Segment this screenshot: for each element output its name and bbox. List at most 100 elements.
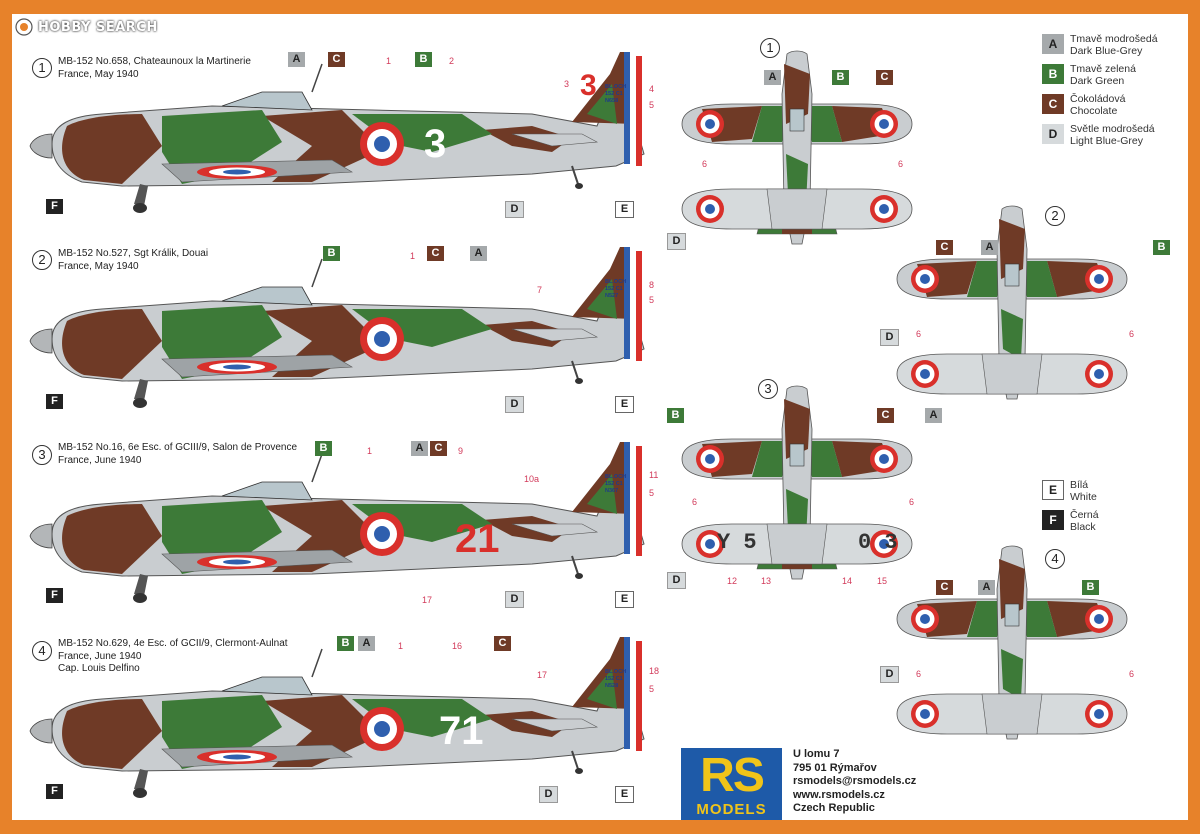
plan-number-3: 3 [758,379,778,399]
legend-en: Dark Green [1070,74,1125,87]
paint-key-c: C [936,240,953,255]
paint-key-b: B [337,636,354,651]
address-line: Czech Republic [793,802,875,814]
decal-label: 16 [452,641,463,651]
legend-swatch: E [1042,480,1064,500]
paint-key-d: D [505,396,524,413]
decal-label: 5 [649,295,655,305]
legend-en: White [1070,490,1097,503]
paint-key-c: C [430,441,447,456]
decal-label: 3 [564,79,570,89]
legend-cz: Bílá [1070,479,1089,491]
paint-key-d: D [667,572,686,589]
paint-key-b: B [415,52,432,67]
paint-key-a: A [764,70,781,85]
tail-code-text: 3 [580,69,597,102]
paint-key-f: F [46,199,63,214]
paint-key-b: B [315,441,332,456]
caption-line: MB-152 No.629, 4e Esc. of GCII/9, Clermo… [58,638,288,649]
decal-label: 1 [398,641,404,651]
legend-swatch: A [1042,34,1064,54]
paint-key-d: D [539,786,558,803]
legend-text: Čokoládová Chocolate [1070,93,1125,117]
legend-text: Tmavě zelená Dark Green [1070,63,1136,87]
caption-line: France, May 1940 [58,68,139,80]
scheme-caption-4: MB-152 No.629, 4e Esc. of GCII/9, Clermo… [58,638,288,676]
caption-line: France, June 1940 [58,650,142,662]
plan-number-4: 4 [1045,549,1065,569]
paint-key-c: C [427,246,444,261]
decal-label: 1 [367,446,373,456]
paint-key-a: A [978,580,995,595]
paint-key-c: C [876,70,893,85]
decal-label: 13 [761,576,772,586]
legend-item-f: F Černá Black [1042,509,1099,533]
scheme-caption-3: MB-152 No.16, 6e Esc. of GCIII/9, Salon … [58,442,297,467]
legend-swatch: F [1042,510,1064,530]
address-block: U lomu 7 795 01 Rýmařov rsmodels@rsmodel… [793,748,916,816]
underside-code-left: Y 5 [717,530,757,555]
legend-swatch: C [1042,94,1064,114]
decal-sheet: HOBBY SEARCH 1 MB-152 No.658, Chateaunou… [12,14,1188,820]
paint-key-e: E [615,396,634,413]
tail-stencil-3: BL.OCH 152 C1 N367 [605,474,627,494]
decal-label: 17 [537,670,548,680]
logo-letters: RS [700,749,765,802]
decal-label: 5 [649,488,655,498]
legend-en: Black [1070,520,1096,533]
scheme-number-2: 2 [32,250,52,270]
hobby-search-logo-icon [15,18,33,36]
scheme-number-1: 1 [32,58,52,78]
decal-label: 1 [386,56,392,66]
underside-code-right: 0 3 [858,530,898,555]
decal-label: 6 [1129,669,1135,679]
paint-key-c: C [936,580,953,595]
tail-code-2: 9 [580,267,595,297]
tail-stencil-1: BL.OCH 152 C1 N658 [605,84,627,104]
decal-label: 18 [649,666,660,676]
fuselage-code-3: 21 [455,517,500,561]
decal-label: 6 [898,159,904,169]
decal-label: 11 [649,470,659,480]
legend-item-d: D Světle modrošedá Light Blue-Grey [1042,123,1155,147]
decal-label: 6 [692,497,698,507]
paint-key-b: B [832,70,849,85]
paint-key-d: D [505,201,524,218]
caption-line: MB-152 No.527, Sgt Králik, Douai [58,248,209,259]
paint-key-a: A [358,636,375,651]
decal-label: 5 [649,684,655,694]
fuselage-code-1: 3 [424,122,447,166]
legend-text: Tmavě modrošedá Dark Blue-Grey [1070,33,1158,57]
legend-text: Černá Black [1070,509,1099,533]
decal-label: 6 [916,329,922,339]
paint-key-a: A [470,246,487,261]
legend-cz: Tmavě modrošedá [1070,33,1158,45]
paint-key-d: D [880,666,899,683]
address-line: 795 01 Rýmařov [793,761,877,774]
legend-cz: Světle modrošedá [1070,123,1155,135]
rs-models-logo: RS MODELS [681,748,782,820]
plan-number-2: 2 [1045,206,1065,226]
decal-label: 6 [916,669,922,679]
paint-key-c: C [877,408,894,423]
address-website: www.rsmodels.cz [793,788,885,801]
decal-label: 8 [649,280,655,290]
paint-key-f: F [46,784,63,799]
tail-stencil-2: BL.OCH 152 C1 N527 [605,279,627,299]
decal-label: 15 [877,576,888,586]
decal-label: 1 [410,251,416,261]
legend-cz: Černá [1070,509,1099,521]
logo-sub: MODELS [696,801,767,818]
legend-cz: Tmavě zelená [1070,63,1136,75]
watermark-text: HOBBY SEARCH [38,19,158,35]
legend-item-a: A Tmavě modrošedá Dark Blue-Grey [1042,33,1158,57]
watermark: HOBBY SEARCH [14,16,158,38]
legend-text: Bílá White [1070,479,1097,503]
paint-key-b: B [1153,240,1170,255]
tail-stencil-4: BL.OCH 152 C1 N528 [605,669,627,689]
paint-key-a: A [288,52,305,67]
paint-key-f: F [46,588,63,603]
legend-swatch: B [1042,64,1064,84]
legend-en: Dark Blue-Grey [1070,44,1143,57]
scheme-caption-1: MB-152 No.658, Chateaunoux la Martinerie… [58,56,251,81]
